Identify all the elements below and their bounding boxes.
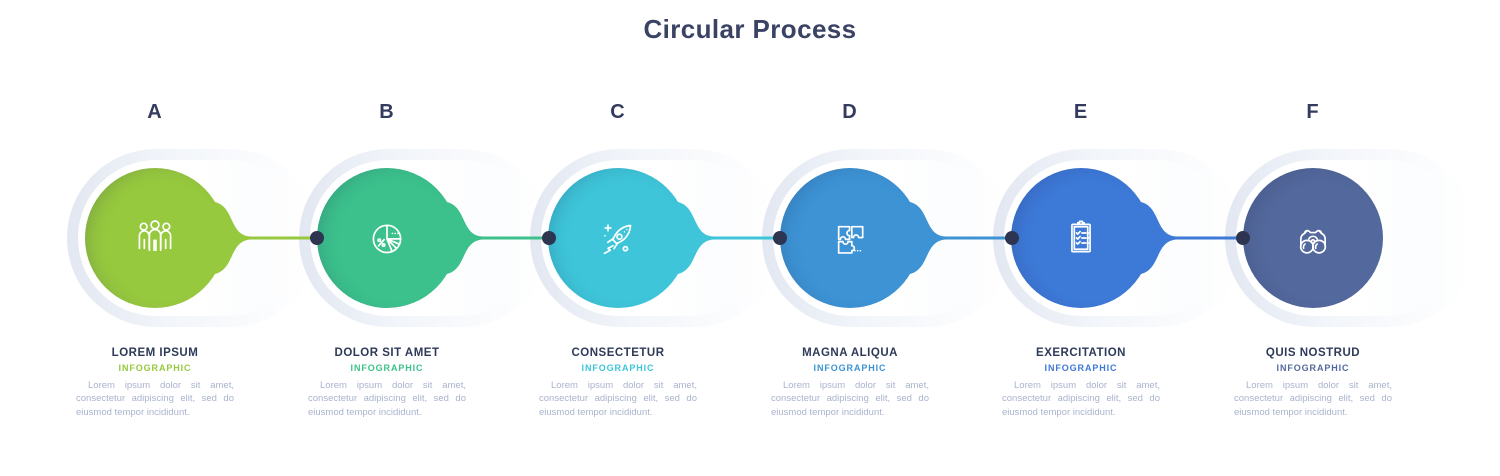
step-letter: E	[1073, 101, 1089, 123]
step-circle	[780, 168, 920, 308]
connector-dot	[773, 231, 787, 245]
process-step-c: C CONSECTETUR INFOGRA	[530, 0, 787, 476]
connector-line	[910, 202, 1019, 274]
step-circle	[1243, 168, 1383, 308]
step-text-block: MAGNA ALIQUA INFOGRAPHIC Lorem ipsum dol…	[762, 347, 938, 419]
connector-dot	[1005, 231, 1019, 245]
step-description: Lorem ipsum dolor sit amet, consectetur …	[539, 380, 697, 418]
binoculars-icon	[1284, 209, 1342, 267]
step-subtitle: INFOGRAPHIC	[813, 363, 887, 373]
step-circle	[548, 168, 688, 308]
connector-line	[215, 202, 324, 274]
step-letter: D	[842, 101, 858, 123]
step-text-block: DOLOR SIT AMET INFOGRAPHIC Lorem ipsum d…	[299, 347, 475, 419]
puzzle-icon	[821, 209, 879, 267]
step-subtitle: INFOGRAPHIC	[1044, 363, 1118, 373]
connector-drip	[1141, 202, 1177, 274]
connector-line	[447, 202, 556, 274]
connector-drip	[678, 202, 714, 274]
step-letter: A	[147, 101, 163, 123]
rocket-icon	[589, 209, 647, 267]
connector-dot	[542, 231, 556, 245]
step-heading: MAGNA ALIQUA	[802, 347, 898, 359]
connector-dot	[1236, 231, 1250, 245]
connector-drip	[910, 202, 946, 274]
pie-chart-icon	[358, 209, 416, 267]
checklist-icon	[1052, 209, 1110, 267]
step-text-block: QUIS NOSTRUD INFOGRAPHIC Lorem ipsum dol…	[1225, 347, 1401, 419]
step-heading: LOREM IPSUM	[111, 347, 199, 359]
connector-drip	[215, 202, 251, 274]
process-step-e: E EXERCITATION INFOGRAPHIC Lorem	[993, 0, 1250, 476]
step-text-block: LOREM IPSUM INFOGRAPHIC Lorem ipsum dolo…	[67, 347, 243, 419]
connector-line	[678, 202, 787, 274]
step-circle	[1011, 168, 1151, 308]
step-subtitle: INFOGRAPHIC	[350, 363, 424, 373]
step-description: Lorem ipsum dolor sit amet, consectetur …	[308, 380, 466, 418]
step-letter: F	[1306, 101, 1320, 123]
connector-line	[1141, 202, 1250, 274]
step-letter: B	[379, 101, 395, 123]
team-icon	[126, 209, 184, 267]
step-letter: C	[610, 101, 626, 123]
step-text-block: CONSECTETUR INFOGRAPHIC Lorem ipsum dolo…	[530, 347, 706, 419]
step-circle	[317, 168, 457, 308]
process-step-a: A LOREM IPSUM INFOGRAPHIC Lorem ipsum do…	[67, 0, 324, 476]
connector-drip	[447, 202, 483, 274]
process-step-b: B DOLOR SIT AMET INFOGRAPHIC Lorem ipsum…	[299, 0, 556, 476]
step-text-block: EXERCITATION INFOGRAPHIC Lorem ipsum dol…	[993, 347, 1169, 419]
step-description: Lorem ipsum dolor sit amet, consectetur …	[771, 380, 929, 418]
page-title: Circular Process	[643, 14, 857, 44]
step-circle	[85, 168, 225, 308]
step-description: Lorem ipsum dolor sit amet, consectetur …	[1002, 380, 1160, 418]
step-heading: CONSECTETUR	[571, 347, 665, 359]
connector-dot	[310, 231, 324, 245]
process-step-f: F QUIS NOSTRUD INFOGRAPHIC Lorem ipsum d…	[1225, 0, 1478, 476]
step-subtitle: INFOGRAPHIC	[118, 363, 192, 373]
process-step-d: D MAGNA ALIQUA INFOGRAPHIC Lorem ipsum d…	[762, 0, 1019, 476]
step-description: Lorem ipsum dolor sit amet, consectetur …	[76, 380, 234, 418]
step-subtitle: INFOGRAPHIC	[1276, 363, 1350, 373]
step-heading: QUIS NOSTRUD	[1265, 347, 1361, 359]
step-subtitle: INFOGRAPHIC	[581, 363, 655, 373]
step-heading: EXERCITATION	[1036, 347, 1126, 359]
step-heading: DOLOR SIT AMET	[334, 347, 440, 359]
step-description: Lorem ipsum dolor sit amet, consectetur …	[1234, 380, 1392, 418]
